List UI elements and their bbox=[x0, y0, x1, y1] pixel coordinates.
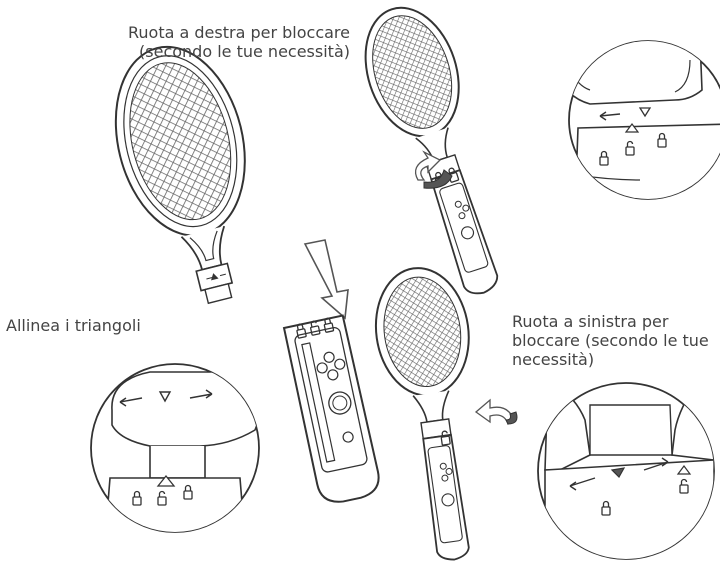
zoom-lock-right bbox=[560, 40, 720, 210]
label-align-triangles: Allinea i triangoli bbox=[6, 316, 141, 335]
racket-left bbox=[97, 33, 280, 315]
insert-arrow-icon bbox=[305, 240, 348, 318]
label-rotate-left: Ruota a sinistra per bloccare (secondo l… bbox=[512, 312, 720, 369]
controller-holder-left bbox=[284, 315, 383, 506]
racket-top-right bbox=[350, 0, 526, 306]
zoom-align-triangles bbox=[91, 364, 262, 540]
label-rotate-right: Ruota a destra per bloccare (secondo le … bbox=[88, 23, 350, 61]
rotate-left-arrow-icon bbox=[476, 400, 517, 424]
zoom-lock-left bbox=[538, 380, 714, 560]
